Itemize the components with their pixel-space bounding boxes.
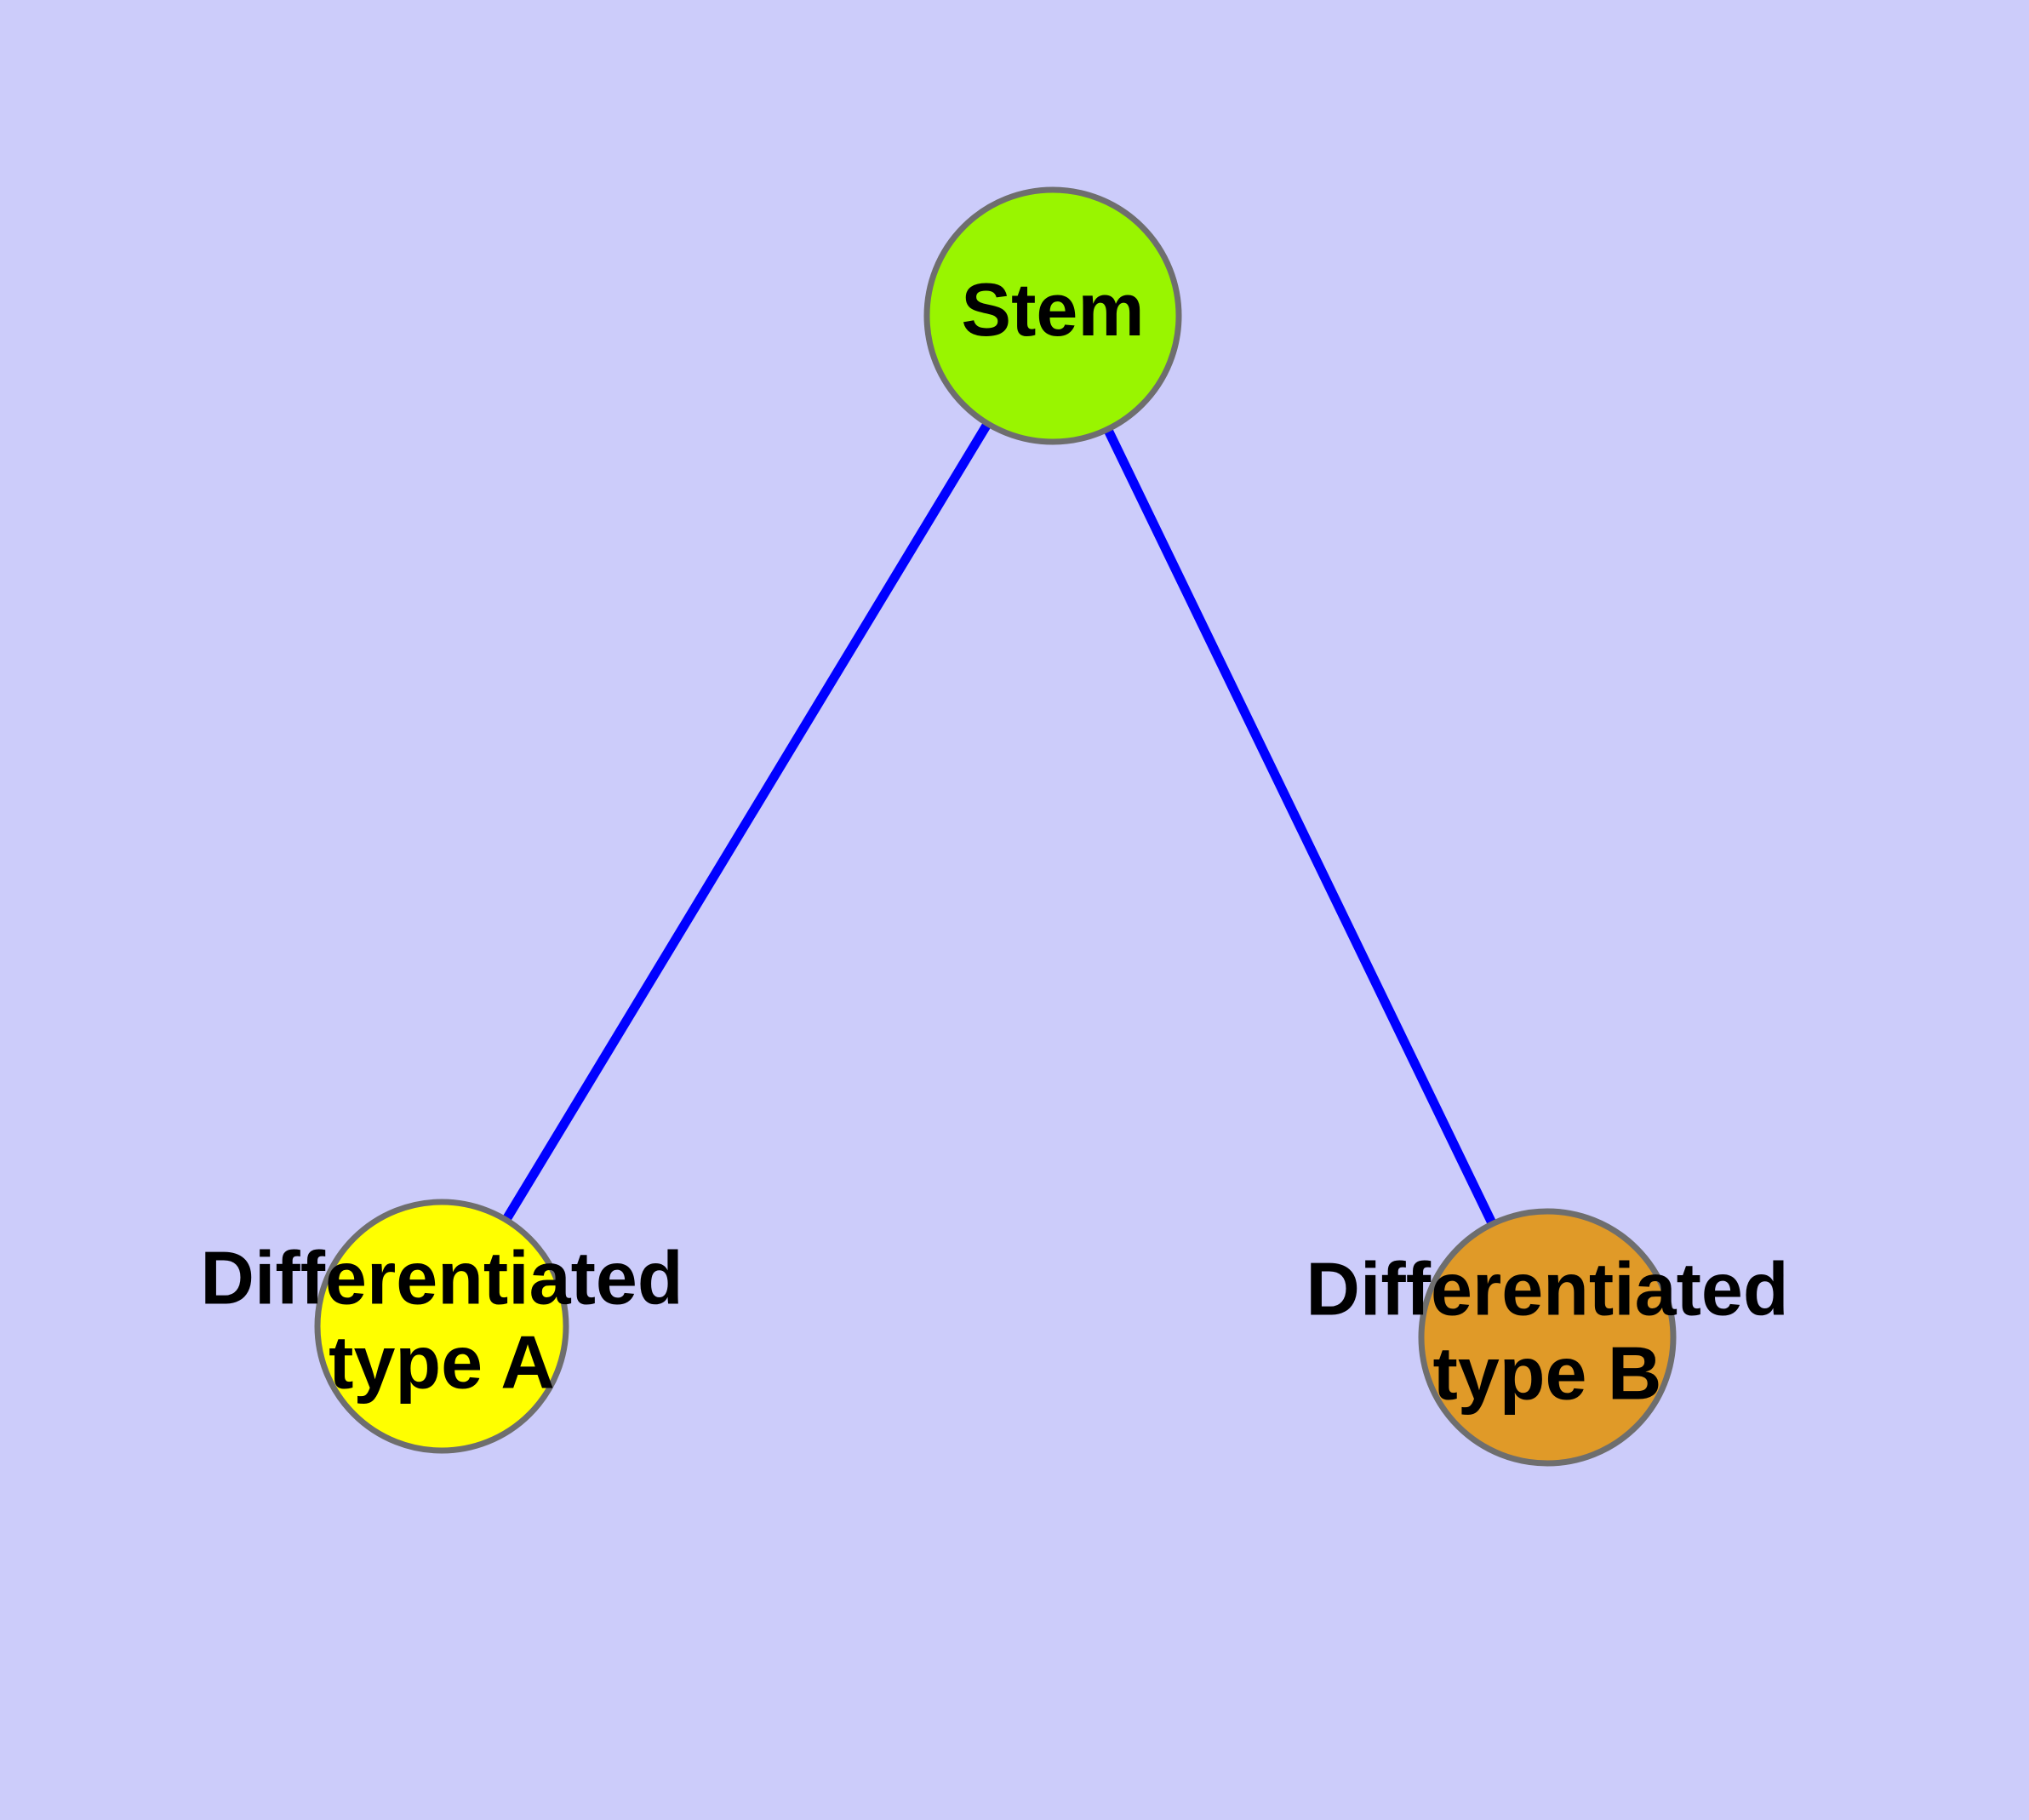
node-label-line: Differentiated [1306, 1247, 1788, 1331]
node-label-line: type A [329, 1320, 555, 1405]
node-label-line: type B [1433, 1331, 1662, 1416]
node-label-line: Differentiated [200, 1236, 683, 1320]
node-label-stem: Stem [961, 267, 1144, 352]
node-diff_a[interactable] [314, 1199, 569, 1454]
edges-layer [499, 416, 1500, 1231]
node-label-line: Stem [961, 267, 1144, 352]
edge-stem-diff-b[interactable] [1100, 422, 1500, 1231]
node-diff_b[interactable] [1418, 1208, 1677, 1467]
edge-stem-diff-a[interactable] [499, 416, 995, 1228]
node-stem[interactable] [923, 186, 1182, 445]
nodes-layer [314, 186, 1677, 1467]
